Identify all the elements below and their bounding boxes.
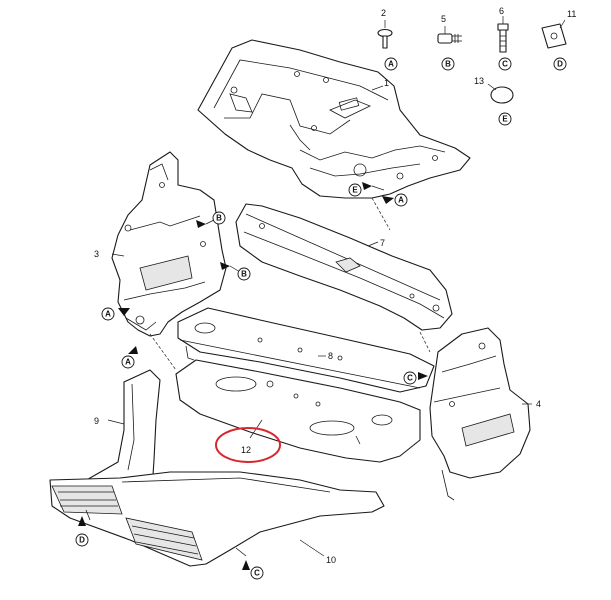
- callout-1: 1: [384, 78, 389, 88]
- reference-arrows: [78, 182, 428, 570]
- svg-text:A: A: [398, 196, 404, 205]
- key-circle-b-lower: B: [237, 267, 251, 281]
- key-circle-c-legend: C: [498, 57, 512, 71]
- part-12-lower-plate: [175, 359, 421, 463]
- svg-text:A: A: [388, 60, 394, 69]
- svg-text:A: A: [125, 358, 131, 367]
- svg-text:E: E: [352, 186, 358, 195]
- svg-text:B: B: [445, 60, 451, 69]
- callout-4: 4: [536, 399, 541, 409]
- key-circle-e-panel: E: [348, 183, 362, 197]
- part-7-cross-member: [235, 203, 453, 331]
- key-circle-a-bracket: A: [101, 307, 115, 321]
- svg-text:C: C: [502, 60, 508, 69]
- fastener-11: [541, 23, 567, 49]
- key-circle-b-upper: B: [212, 211, 226, 225]
- part-3-left-bracket: [111, 151, 227, 337]
- callout-7: 7: [380, 238, 385, 248]
- key-circle-c-duct: C: [250, 566, 264, 580]
- callout-2: 2: [381, 8, 386, 18]
- part-4-right-bracket: [429, 327, 531, 501]
- key-circle-e-legend: E: [498, 112, 512, 126]
- fastener-13: [490, 86, 514, 104]
- svg-text:E: E: [502, 115, 508, 124]
- svg-text:D: D: [557, 60, 563, 69]
- fastener-5: [437, 33, 462, 44]
- callout-11: 11: [567, 9, 576, 19]
- svg-text:C: C: [407, 374, 413, 383]
- svg-text:D: D: [79, 536, 85, 545]
- callout-8: 8: [328, 351, 333, 361]
- svg-text:A: A: [105, 310, 111, 319]
- part-8-mounting-plate: [177, 307, 435, 393]
- callout-13: 13: [474, 76, 484, 86]
- part-1-top-panel: [197, 39, 471, 199]
- key-circle-d-duct: D: [75, 533, 89, 547]
- key-circle-d-legend: D: [553, 57, 567, 71]
- callout-3: 3: [94, 249, 99, 259]
- key-circle-b-legend: B: [441, 57, 455, 71]
- part-10-lower-duct: [49, 471, 385, 567]
- callout-9: 9: [94, 416, 99, 426]
- callout-6: 6: [499, 6, 504, 16]
- svg-text:B: B: [241, 270, 247, 279]
- callout-5: 5: [441, 14, 446, 24]
- leader-lines: [107, 16, 566, 557]
- key-circle-a-lower: A: [121, 355, 135, 369]
- key-circle-a-legend: A: [384, 57, 398, 71]
- callout-10: 10: [326, 555, 336, 565]
- key-circle-c-bracket: C: [403, 371, 417, 385]
- callout-12: 12: [241, 445, 251, 455]
- fastener-6: [497, 23, 509, 53]
- svg-text:B: B: [216, 214, 222, 223]
- key-circle-a-panel: A: [394, 193, 408, 207]
- highlight-ring-part-12: [215, 427, 281, 463]
- svg-text:C: C: [254, 569, 260, 578]
- fastener-2: [377, 28, 393, 49]
